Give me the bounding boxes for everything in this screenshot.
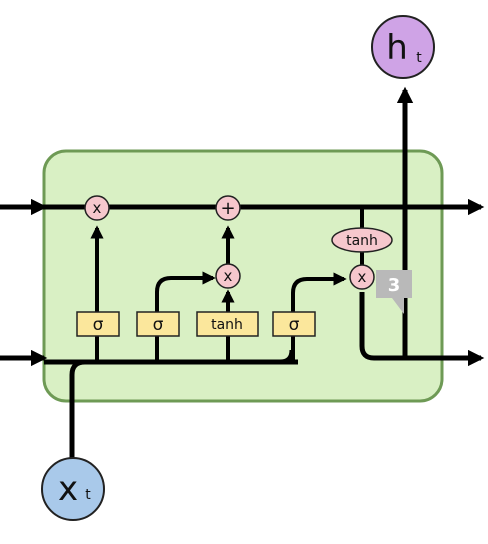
cell-tanh-op: tanh bbox=[331, 227, 393, 253]
forget-mult-op: x bbox=[84, 195, 110, 221]
output-gate-label: σ bbox=[289, 315, 300, 335]
output-node-sub: t bbox=[416, 50, 422, 66]
input-node-sub: t bbox=[85, 487, 91, 503]
input-mult-op: x bbox=[215, 263, 241, 289]
add-label: + bbox=[220, 198, 235, 219]
input-node-main: x bbox=[58, 469, 78, 509]
input-gate-path bbox=[155, 271, 216, 362]
input-gate-box: σ bbox=[136, 311, 180, 337]
comment-badge-count: 3 bbox=[388, 275, 401, 296]
comment-badge[interactable]: 3 bbox=[376, 270, 412, 314]
output-gate-path bbox=[291, 272, 347, 362]
output-node: h t bbox=[371, 15, 435, 79]
input-node: x t bbox=[41, 457, 105, 521]
forget-gate-box: σ bbox=[76, 311, 120, 337]
output-mult-label: x bbox=[358, 268, 367, 286]
forget-gate-label: σ bbox=[93, 315, 104, 335]
candidate-gate-box: tanh bbox=[196, 311, 259, 337]
lstm-cell-box bbox=[42, 149, 444, 403]
candidate-gate-label: tanh bbox=[211, 317, 243, 333]
forget-mult-label: x bbox=[93, 199, 102, 217]
output-mult-op: x bbox=[349, 264, 375, 290]
input-gate-label: σ bbox=[153, 315, 164, 335]
output-node-main: h bbox=[386, 28, 408, 68]
hidden-out-path bbox=[359, 292, 485, 367]
output-gate-box: σ bbox=[272, 311, 316, 337]
cell-tanh-label: tanh bbox=[346, 233, 378, 249]
add-op: + bbox=[215, 195, 241, 221]
input-mult-label: x bbox=[224, 267, 233, 285]
